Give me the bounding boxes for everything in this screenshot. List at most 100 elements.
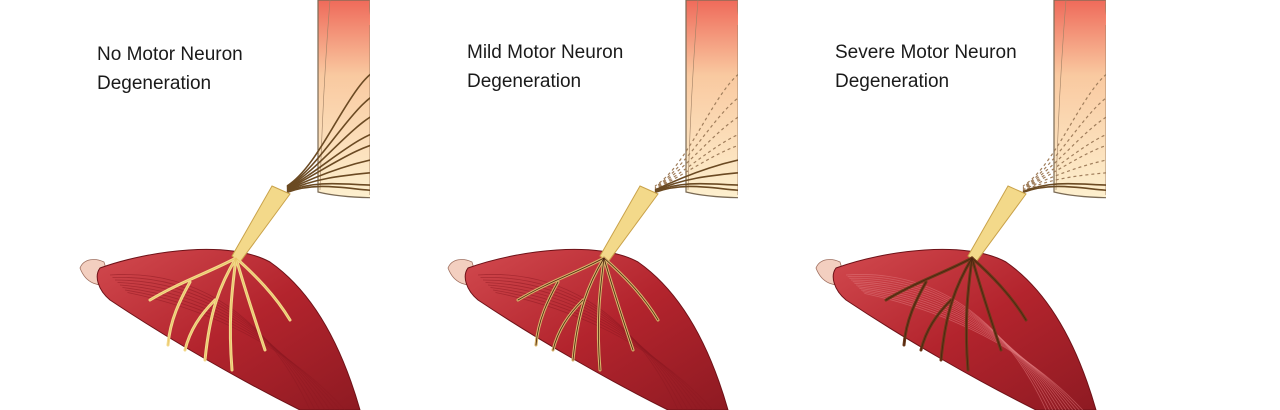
panel-label: Mild Motor Neuron Degeneration — [467, 38, 623, 96]
motor-axons — [286, 73, 370, 194]
nerve-branch-core — [184, 299, 216, 351]
panel-label: No Motor Neuron Degeneration — [97, 40, 243, 98]
motor-axon — [654, 185, 738, 194]
nerve-branch-core — [535, 281, 559, 346]
muscle-fiber-line — [117, 282, 326, 410]
nerve-branch-core — [940, 257, 973, 361]
spinal-cord-segment — [1053, 0, 1106, 199]
skeletal-muscle — [815, 248, 1097, 410]
motor-axons — [654, 73, 738, 194]
muscle-fiber-line — [482, 279, 689, 410]
muscle-fiber-line — [850, 279, 1057, 410]
panel-mild-degeneration: Mild Motor Neuron Degeneration — [368, 0, 738, 410]
degenerated-axon — [1022, 116, 1106, 189]
motor-axon — [286, 97, 370, 188]
muscle-fiber-line — [112, 277, 316, 410]
nerve-branch-core — [603, 257, 659, 321]
muscle-fiber-line — [854, 282, 1064, 410]
muscle-fiber-line — [852, 281, 1060, 410]
peripheral-nerve — [231, 185, 291, 263]
motor-axon — [654, 159, 738, 191]
muscle-fiber-line — [849, 277, 1054, 410]
degenerated-axon — [654, 97, 738, 188]
spinal-cord-segment — [317, 0, 370, 199]
degenerated-axon — [654, 73, 738, 187]
nerve-branch-core — [971, 257, 1002, 351]
label-line-1: Severe Motor Neuron — [835, 42, 1017, 63]
degenerated-axon — [1022, 134, 1106, 189]
muscle-fiber-line — [847, 276, 1050, 410]
nerve-trunk — [967, 185, 1027, 263]
degenerated-axon — [654, 144, 738, 190]
nerve-branch-core — [229, 257, 237, 371]
nerve-branch-core — [597, 257, 605, 371]
nerve-branch-core — [920, 299, 952, 351]
motor-axon — [286, 133, 370, 190]
nerve-branch-core — [903, 281, 927, 346]
nerve-branch-core — [965, 257, 973, 371]
degenerated-axon — [654, 116, 738, 189]
nerve-branch-core — [885, 257, 973, 301]
nerve-branch-core — [235, 257, 266, 351]
skeletal-muscle — [79, 248, 361, 410]
label-line-2: Degeneration — [97, 73, 212, 94]
motor-axon — [654, 172, 738, 192]
motor-axon — [286, 144, 370, 190]
label-line-1: No Motor Neuron — [97, 44, 243, 65]
motor-axon — [1022, 185, 1106, 194]
nerve-branches — [148, 256, 292, 372]
motor-axon — [286, 159, 370, 191]
cord-inner-line — [319, 0, 331, 191]
motor-axon — [286, 172, 370, 192]
nerve-branch-core — [517, 257, 605, 301]
nerve-branch-core — [235, 257, 291, 321]
motor-axon — [654, 182, 738, 193]
nerve-branch-core — [167, 281, 191, 346]
motor-axons — [1022, 73, 1106, 194]
degenerated-axon — [1022, 159, 1106, 191]
diagram-mild-degeneration — [447, 0, 738, 410]
muscle-fiber-line — [857, 286, 1070, 410]
panel-no-degeneration: No Motor Neuron Degeneration — [0, 0, 370, 410]
muscle-fiber-line — [485, 282, 694, 410]
diagram-severe-degeneration — [815, 0, 1106, 410]
skeletal-muscle — [447, 248, 729, 410]
diagram-no-degeneration — [79, 0, 370, 410]
peripheral-nerve — [599, 185, 659, 263]
panel-severe-degeneration: Severe Motor Neuron Degeneration — [736, 0, 1106, 410]
muscle-fiber-line — [855, 284, 1067, 410]
spinal-cord-body — [317, 0, 370, 199]
motor-axon — [286, 73, 370, 187]
cord-inner-line — [1055, 0, 1067, 191]
motor-axon — [286, 182, 370, 193]
cord-inner-line — [687, 0, 699, 191]
spinal-cord-segment — [685, 0, 738, 199]
nerve-branch-core — [572, 257, 605, 361]
label-line-1: Mild Motor Neuron — [467, 42, 624, 63]
panel-label: Severe Motor Neuron Degeneration — [835, 38, 1017, 96]
degenerated-axon — [1022, 144, 1106, 190]
nerve-trunk — [231, 185, 291, 263]
degenerated-axon — [1022, 73, 1106, 187]
label-line-2: Degeneration — [835, 71, 950, 92]
muscle-belly — [96, 248, 361, 410]
spinal-cord-body — [1053, 0, 1106, 199]
muscle-fiber-line — [862, 291, 1080, 410]
muscle-fiber-line — [119, 284, 331, 410]
nerve-branch-core — [204, 257, 237, 361]
muscle-fiber-line — [114, 279, 321, 410]
muscle-fiber-line — [480, 277, 684, 410]
muscle-fiber-line — [487, 284, 699, 410]
nerve-branch-core — [552, 299, 584, 351]
muscle-belly — [464, 248, 729, 410]
label-line-2: Degeneration — [467, 71, 582, 92]
degenerated-axon — [654, 134, 738, 189]
nerve-branch-core — [149, 257, 237, 301]
peripheral-nerve — [967, 185, 1027, 263]
spinal-cord-body — [685, 0, 738, 199]
nerve-branches — [516, 256, 660, 372]
degenerated-axon — [1022, 172, 1106, 192]
nerve-branches — [884, 256, 1028, 372]
motor-axon — [286, 185, 370, 194]
degenerated-axon — [1022, 97, 1106, 188]
